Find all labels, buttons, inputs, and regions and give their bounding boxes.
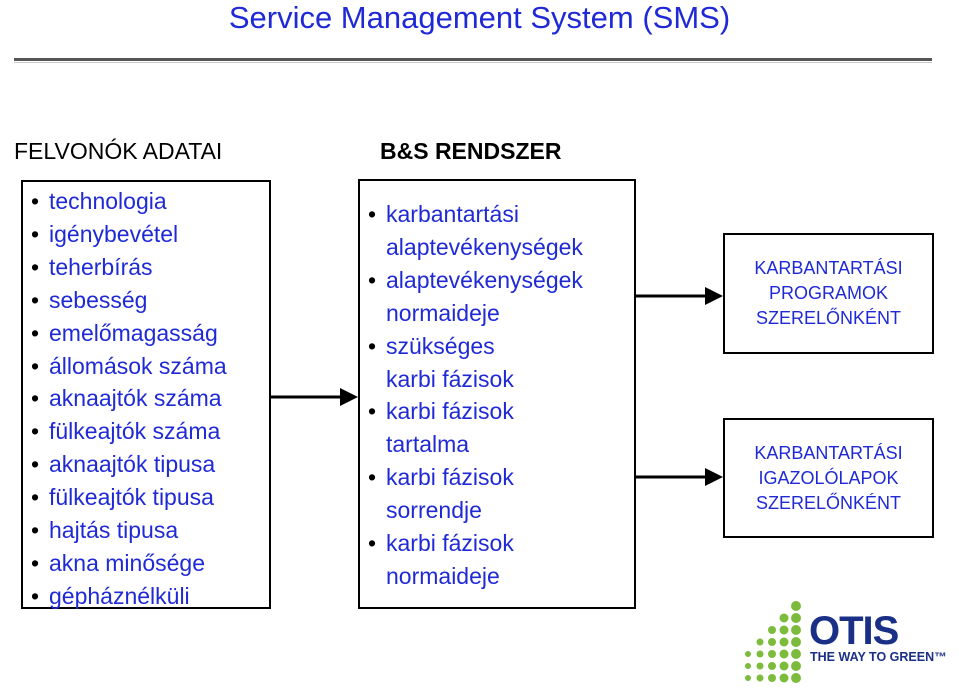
list-item-line: normaideje	[386, 299, 500, 326]
logo-wordmark: OTIS	[809, 609, 899, 653]
list-item: karbi fázisok sorrendje	[368, 461, 634, 527]
middle-panel-heading: B&S RENDSZER	[380, 138, 562, 164]
arrow-right-icon	[635, 287, 723, 305]
green-dots-icon	[745, 601, 801, 683]
left-panel-heading: FELVONÓK ADATAI	[14, 138, 223, 164]
list-item-line: sorrendje	[386, 497, 482, 524]
list-item: gépháznélküli	[31, 580, 269, 613]
maintenance-certificates-box: KARBANTARTÁSI IGAZOLÓLAPOK SZERELŐNKÉNT	[723, 418, 934, 538]
list-item-line: alaptevékenységek	[386, 266, 583, 293]
box-text-line: KARBANTARTÁSI	[754, 442, 903, 463]
list-item-line: karbi fázisok	[386, 398, 514, 425]
list-item-line: karbi fázisok	[386, 530, 514, 557]
bs-system-list: karbantartási alaptevékenységek alaptevé…	[368, 198, 634, 593]
list-item: akna minősége	[31, 547, 269, 580]
box-text-line: PROGRAMOK	[768, 283, 888, 303]
list-item: karbi fázisok tartalma	[368, 395, 634, 461]
box-text-line: SZERELŐNKÉNT	[755, 492, 902, 513]
list-item: állomások száma	[31, 350, 269, 383]
list-item-line: normaideje	[386, 562, 500, 589]
list-item: hajtás tipusa	[31, 514, 269, 547]
otis-logo: OTIS THE WAY TO GREEN™	[734, 598, 954, 690]
box-text-line: SZERELŐNKÉNT	[755, 308, 902, 328]
maintenance-programs-box: KARBANTARTÁSI PROGRAMOK SZERELŐNKÉNT	[723, 233, 934, 354]
list-item: karbi fázisok normaideje	[368, 527, 634, 593]
elevator-data-box: technologia igénybevétel teherbírás sebe…	[21, 180, 271, 613]
title-divider	[14, 58, 932, 63]
bs-system-box: karbantartási alaptevékenységek alaptevé…	[358, 179, 636, 609]
list-item: emelőmagasság	[31, 317, 269, 350]
page-title: Service Management System (SMS)	[228, 0, 731, 35]
arrow-right-icon	[635, 468, 723, 486]
list-item-line: tartalma	[386, 431, 470, 458]
list-item-line: karbi fázisok	[386, 365, 514, 392]
list-item: fülkeajtók tipusa	[31, 481, 269, 514]
list-item: aknaajtók száma	[31, 382, 269, 415]
list-item: szükséges karbi fázisok	[368, 330, 634, 396]
list-item: igénybevétel	[31, 218, 269, 251]
list-item-line: karbantartási	[386, 201, 519, 227]
box-text-line: KARBANTARTÁSI	[754, 258, 903, 278]
list-item-line: szükséges	[386, 332, 495, 359]
list-item-line: alaptevékenységek	[386, 233, 583, 260]
list-item: fülkeajtók száma	[31, 415, 269, 448]
list-item: alaptevékenységek normaideje	[368, 264, 634, 330]
arrow-right-icon	[270, 388, 358, 406]
list-item-line: karbi fázisok	[386, 464, 514, 491]
list-item: aknaajtók tipusa	[31, 448, 269, 481]
list-item: sebesség	[31, 284, 269, 317]
list-item: technologia	[31, 185, 269, 218]
list-item: karbantartási alaptevékenységek	[368, 198, 634, 264]
elevator-data-list: technologia igénybevétel teherbírás sebe…	[31, 185, 269, 613]
list-item: teherbírás	[31, 251, 269, 284]
box-text-line: IGAZOLÓLAPOK	[758, 467, 899, 488]
logo-tagline: THE WAY TO GREEN™	[810, 650, 947, 664]
